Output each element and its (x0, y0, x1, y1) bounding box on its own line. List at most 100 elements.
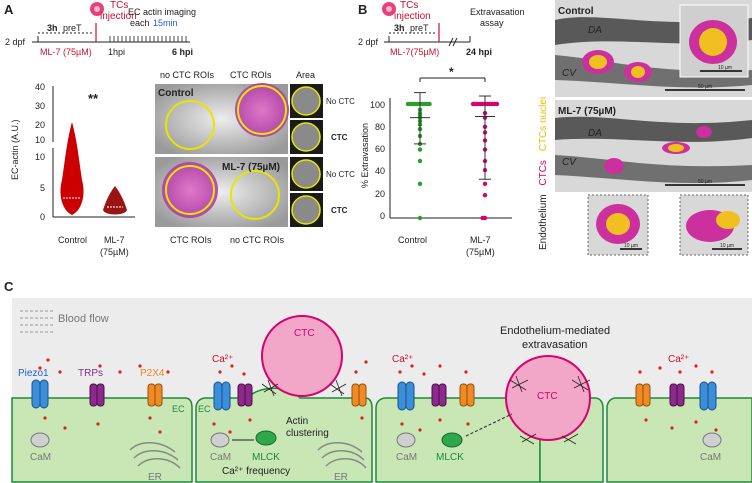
roi-panel: no CTC ROIs CTC ROIs Area Control ML-7 (… (155, 70, 355, 245)
p2x4-channel-1 (147, 383, 163, 407)
ec-cell-4 (606, 397, 752, 483)
ca-label-2: Ca²⁺ (392, 354, 413, 365)
trp-channel-1 (89, 383, 105, 407)
extrav-cat-ml7: ML-7 (470, 235, 491, 245)
piezo1-channel-3 (397, 381, 415, 411)
roi-top-right: Area (296, 70, 315, 80)
pre-label-b: 3h (394, 23, 405, 33)
ctc-label-2: CTC (537, 391, 558, 402)
vtick-40: 40 (35, 82, 45, 92)
micro-control-label: Control (558, 6, 594, 17)
svg-text:Endothelium CTCs: Endothelium CTCs CTCs nuclei (538, 97, 549, 250)
ctc-cell-1 (261, 315, 343, 397)
mlck-icon-1 (255, 430, 277, 446)
violin-cat-ml7: ML-7 (104, 235, 125, 245)
roi-no-ctc-control (165, 100, 215, 150)
extrav-point (494, 101, 500, 107)
micro-panel: Control DA CV 10 µm 50 µm ML-7 (75µM) DA… (538, 0, 752, 256)
roi-control-label: Control (158, 88, 194, 99)
extrav-point (482, 181, 488, 186)
piezo1-channel-1 (31, 379, 49, 409)
extrav-point (470, 101, 476, 107)
extrav-cat-control: Control (398, 235, 427, 245)
extrav-point (427, 101, 432, 107)
side-endothelium: Endothelium (538, 194, 549, 250)
vtick-20: 20 (35, 120, 45, 130)
trps-label: TRPs (78, 368, 103, 379)
vtick-10b: 10 (35, 152, 45, 162)
extrav-point (417, 147, 423, 152)
extrav-cat-dose: (75µM) (466, 247, 495, 257)
panel-a-label: A (4, 2, 14, 17)
pre-label: 3h (47, 23, 58, 33)
vtick-10a: 10 (35, 135, 45, 145)
p2x4-label: P2X4 (140, 368, 165, 379)
ec-label-2: EC (198, 404, 211, 414)
scale-large-2: 50 µm (698, 179, 712, 185)
piezo1-channel-4 (699, 381, 717, 411)
roi-side-3: No CTC (326, 170, 355, 179)
interval-label: 15min (153, 18, 178, 28)
violin-ml7 (103, 186, 127, 215)
injection-label: injection (100, 11, 137, 22)
extravasation-label-2: extravasation (522, 339, 587, 351)
trp-channel-2 (237, 383, 253, 407)
vtick-0: 0 (40, 212, 45, 222)
dpf-label: 2 dpf (5, 37, 26, 47)
assay-label-2: assay (480, 18, 504, 28)
actin-label: Actin (286, 416, 308, 427)
side-nuclei: CTCs nuclei (538, 97, 549, 151)
roi-ml7-label: ML-7 (75µM) (222, 162, 280, 173)
violin-chart: EC-actin (A.U.) 40 30 20 10 10 5 0 ** Co… (10, 82, 135, 257)
violin-cat-dose: (75µM) (100, 247, 129, 257)
scale-small-2: 10 µm (624, 243, 638, 249)
pret-label-b: preT (410, 23, 429, 33)
vtick-5: 5 (40, 183, 45, 193)
etick-100: 100 (370, 100, 385, 110)
extrav-point (417, 181, 423, 186)
extrav-point (405, 101, 411, 107)
er-label-1: ER (148, 472, 162, 483)
assay-label-1: Extravasation (470, 7, 525, 17)
etick-60: 60 (375, 144, 385, 154)
injection-label-b: injection (394, 11, 431, 22)
cam-label-1: CaM (30, 452, 51, 463)
cam-label-2: CaM (210, 452, 231, 463)
violin-significance: ** (88, 91, 99, 106)
panel-c-label: C (4, 279, 14, 294)
etick-40: 40 (375, 166, 385, 176)
roi-top-left: no CTC ROIs (160, 70, 215, 80)
ca-label-3: Ca²⁺ (668, 354, 689, 365)
each-label: each (130, 18, 150, 28)
roi-side-4: CTC (331, 206, 348, 215)
cam-label-4: CaM (700, 452, 721, 463)
vtick-30: 30 (35, 101, 45, 111)
tcs-label: TCs (110, 0, 128, 11)
micro-cv-2: CV (562, 157, 577, 168)
mlck-label-2: MLCK (436, 452, 464, 463)
tcs-label-b: TCs (400, 0, 418, 11)
mlck-label-1: MLCK (252, 452, 280, 463)
timeline-a: TCs injection 2 dpf 3h preT ML-7 (75µM) … (5, 0, 196, 57)
scale-small-3: 10 µm (720, 243, 734, 249)
pret-label: preT (63, 23, 82, 33)
roi-side-1: No CTC (326, 97, 355, 106)
extrav-ylabel: % Extravasation (360, 123, 370, 188)
micro-cv-1: CV (562, 68, 577, 79)
trp-channel-3 (431, 383, 447, 407)
micro-ml7-label: ML-7 (75µM) (558, 106, 616, 117)
hpi1-label: 1hpi (108, 47, 125, 57)
clustering-label: clustering (286, 428, 329, 439)
extravasation-chart: % Extravasation 100 80 60 40 20 0 * Cont… (360, 65, 512, 257)
trp-channel-4 (669, 383, 685, 407)
roi-side-2: CTC (331, 133, 348, 142)
roi-no-ctc-ml7 (230, 170, 280, 220)
p2x4-channel-4 (635, 383, 651, 407)
ec-label-1: EC (172, 404, 185, 414)
timeline-b: TCs injection 2 dpf 3h preT ML-7(75µM) E… (358, 0, 525, 57)
extrav-point (482, 193, 488, 198)
panel-b-label: B (358, 2, 367, 17)
side-ctcs: CTCs (538, 160, 549, 186)
dpf-label-b: 2 dpf (358, 37, 379, 47)
